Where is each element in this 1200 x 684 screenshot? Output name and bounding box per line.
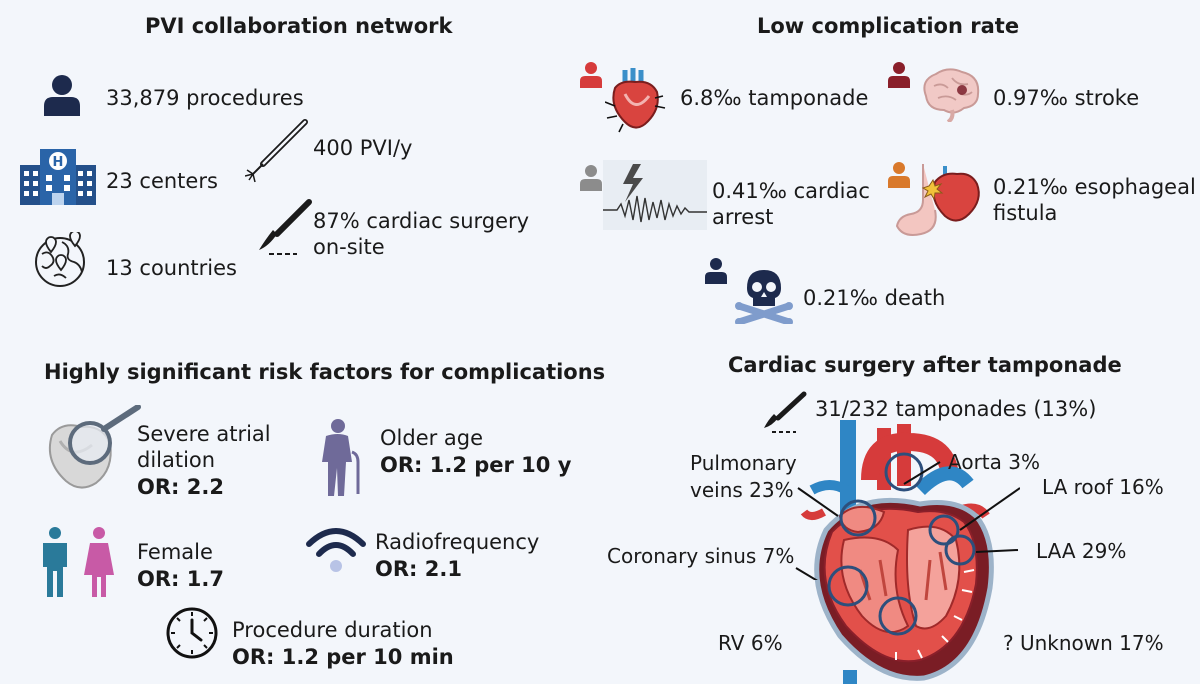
label-pulmonary-veins-line2: veins 23% xyxy=(690,478,794,502)
radiofrequency-icon xyxy=(305,522,367,574)
heart-tamponade-icon xyxy=(605,66,667,134)
person-icon xyxy=(580,62,602,88)
hospital-icon: H xyxy=(20,145,96,205)
label-pulmonary-veins-line1: Pulmonary xyxy=(690,451,797,475)
fistula-rate-line2: fistula xyxy=(993,201,1058,225)
heart-anatomy-icon xyxy=(800,420,1020,684)
arrest-rate-line2: arrest xyxy=(712,205,774,229)
dilation-line1: Severe atrial xyxy=(137,422,271,446)
label-coronary-sinus: Coronary sinus 7% xyxy=(607,544,795,568)
ecg-arrest-icon xyxy=(603,160,707,230)
duration-label: Procedure duration xyxy=(232,618,433,642)
label-unknown: ? Unknown 17% xyxy=(1003,631,1164,655)
scalpel-icon xyxy=(255,198,313,258)
dilation-odds-ratio: OR: 2.2 xyxy=(137,475,224,499)
rf-odds-ratio: OR: 2.1 xyxy=(375,557,462,581)
surgery-onsite-line1: 87% cardiac surgery xyxy=(313,209,530,233)
label-aorta: Aorta 3% xyxy=(948,450,1040,474)
age-label: Older age xyxy=(380,426,484,450)
globe-icon xyxy=(32,232,88,288)
death-rate: 0.21‰ death xyxy=(803,286,946,310)
arrest-rate-line1: 0.41‰ cardiac xyxy=(712,179,870,203)
person-icon xyxy=(42,74,82,116)
skull-crossbones-icon xyxy=(735,266,793,324)
clock-icon xyxy=(165,606,219,660)
pvi-per-year: 400 PVI/y xyxy=(313,136,413,160)
stroke-rate: 0.97‰ stroke xyxy=(993,86,1140,110)
person-icon xyxy=(580,165,602,191)
person-icon xyxy=(705,258,727,284)
scalpel-icon xyxy=(760,390,808,434)
surgery-onsite-line2: on-site xyxy=(313,235,385,259)
rf-label: Radiofrequency xyxy=(375,530,540,554)
surgery-title: Cardiac surgery after tamponade xyxy=(728,353,1122,377)
tamponade-rate: 6.8‰ tamponade xyxy=(680,86,869,110)
network-title: PVI collaboration network xyxy=(145,14,453,38)
label-la-roof: LA roof 16% xyxy=(1042,475,1164,499)
male-figure-icon xyxy=(40,527,70,597)
countries-count: 13 countries xyxy=(106,256,237,280)
complications-title: Low complication rate xyxy=(757,14,1020,38)
leader-lines xyxy=(795,461,1020,580)
label-rv: RV 6% xyxy=(718,631,783,655)
label-laa: LAA 29% xyxy=(1036,539,1127,563)
svg-text:H: H xyxy=(53,155,64,170)
esophagus-heart-icon xyxy=(895,160,985,238)
dilated-atrium-icon xyxy=(42,405,142,495)
dilation-line2: dilation xyxy=(137,448,216,472)
elderly-person-icon xyxy=(318,418,366,496)
catheter-icon xyxy=(245,118,309,186)
risk-title: Highly significant risk factors for comp… xyxy=(44,360,606,384)
person-icon xyxy=(888,162,910,188)
female-figure-icon xyxy=(82,527,116,597)
person-icon xyxy=(888,62,910,88)
female-odds-ratio: OR: 1.7 xyxy=(137,567,224,591)
procedures-count: 33,879 procedures xyxy=(106,86,304,110)
female-label: Female xyxy=(137,540,213,564)
brain-icon xyxy=(918,66,982,122)
duration-odds-ratio: OR: 1.2 per 10 min xyxy=(232,645,454,669)
centers-count: 23 centers xyxy=(106,169,218,193)
age-odds-ratio: OR: 1.2 per 10 y xyxy=(380,453,572,477)
fistula-rate-line1: 0.21‰ esophageal xyxy=(993,175,1196,199)
tamponade-surgery-count: 31/232 tamponades (13%) xyxy=(815,397,1097,421)
